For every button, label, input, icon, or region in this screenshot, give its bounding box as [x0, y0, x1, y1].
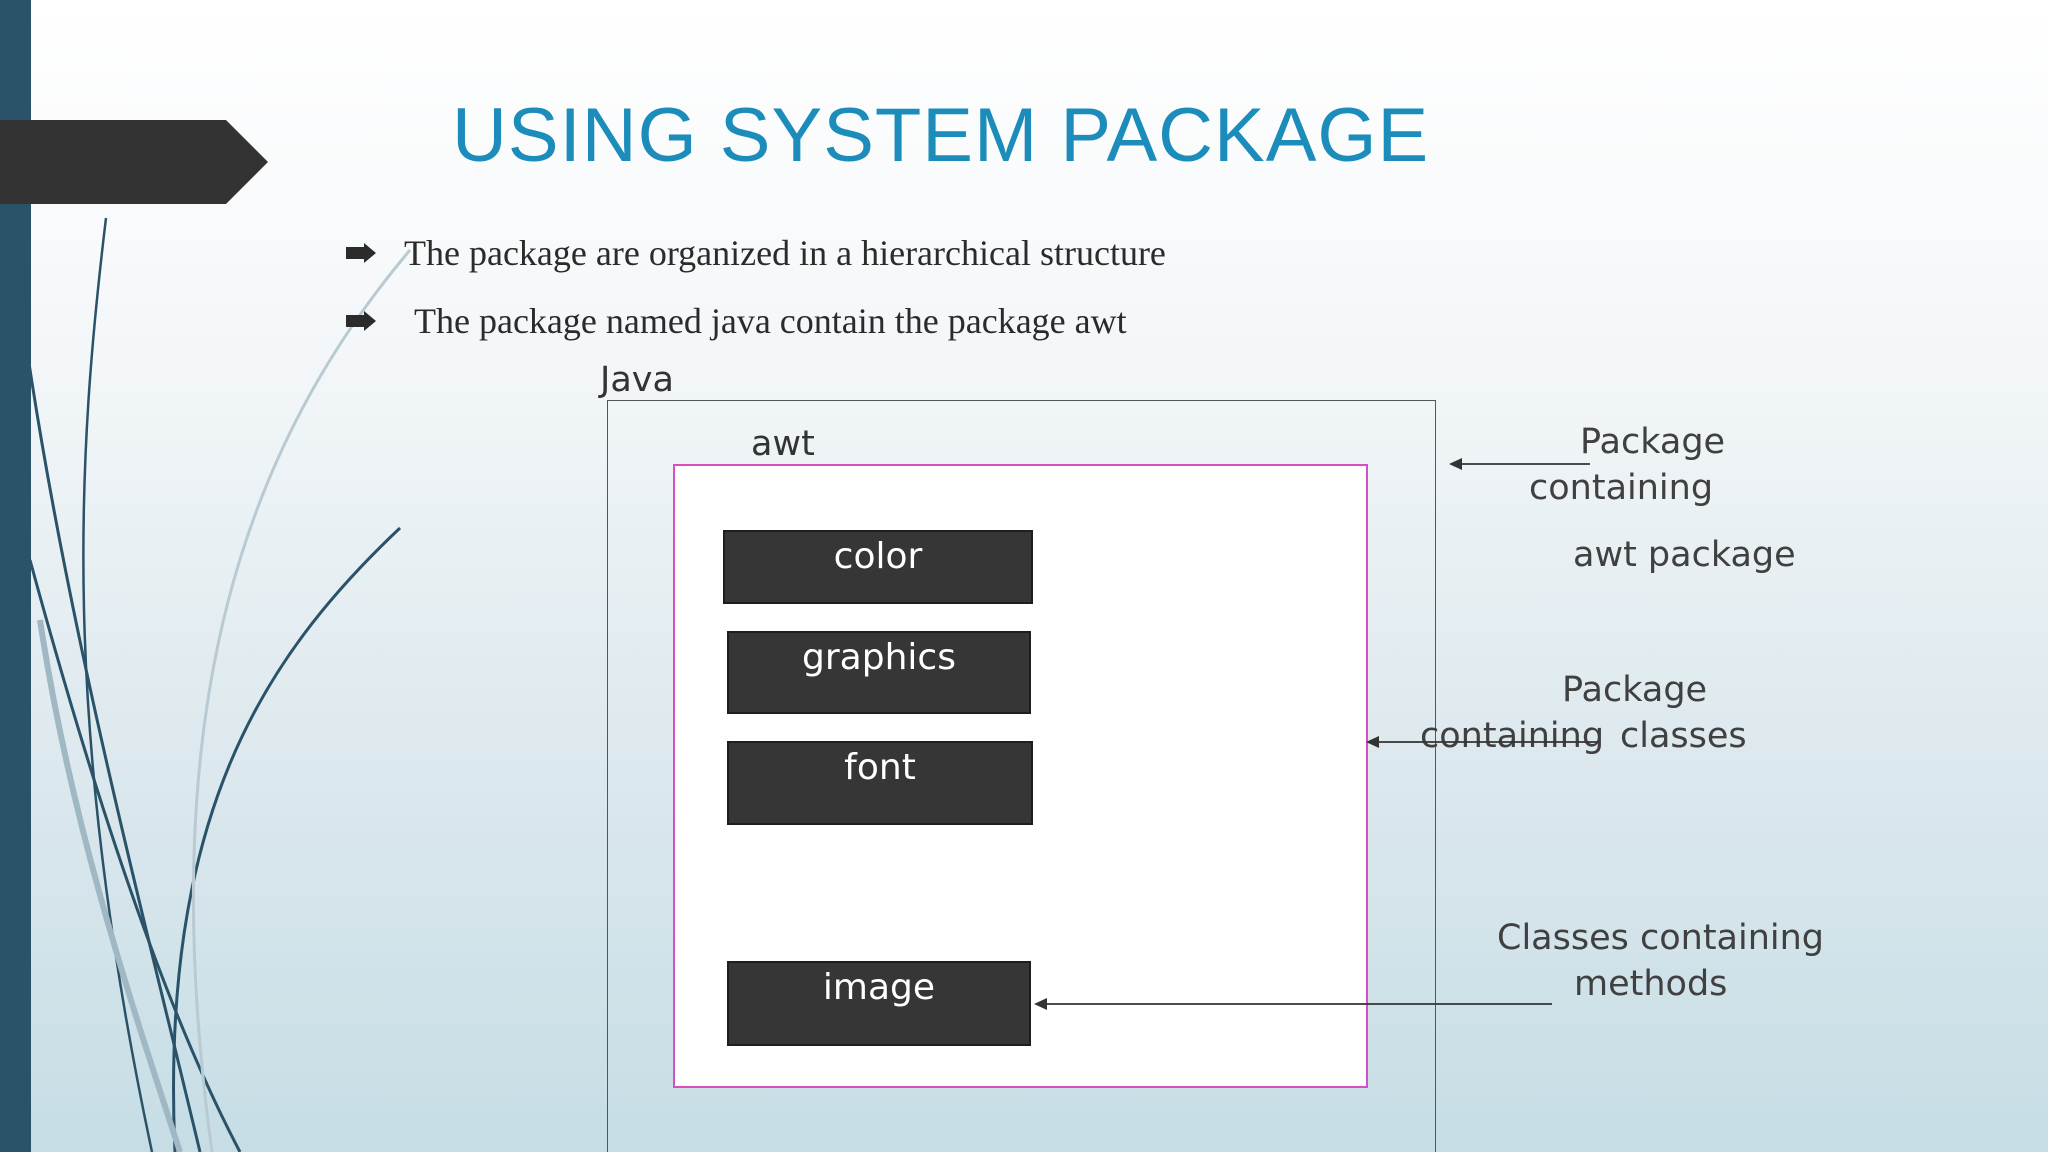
class-box-image: image — [727, 961, 1031, 1046]
left-accent-bar — [0, 0, 31, 1152]
class-box-color: color — [723, 530, 1033, 604]
class-box-font: font — [727, 741, 1033, 825]
methods-note-line2: methods — [1574, 964, 1728, 1004]
bullet-item: The package named java contain the packa… — [346, 300, 1127, 342]
bullet-text: The package are organized in a hierarchi… — [404, 233, 1166, 273]
title-arrow-tab — [0, 120, 268, 204]
bullet-item: The package are organized in a hierarchi… — [346, 232, 1166, 274]
slide-title: USING SYSTEM PACKAGE — [452, 93, 1430, 178]
java-package-box — [607, 400, 1436, 1152]
awt-note-line1: Package — [1580, 422, 1726, 462]
class-box-graphics: graphics — [727, 631, 1031, 714]
classes-note-line2: containing — [1420, 716, 1605, 756]
bullet-arrow-icon — [346, 311, 376, 331]
classes-note-line1: Package — [1562, 670, 1708, 710]
awt-note-line2: containing — [1529, 468, 1714, 508]
bullet-arrow-icon — [346, 243, 376, 263]
bullet-text: The package named java contain the packa… — [414, 301, 1127, 341]
classes-note-line3: classes — [1620, 716, 1747, 756]
awt-note-line3: awt package — [1573, 535, 1796, 575]
awt-package-label: awt — [751, 424, 815, 464]
methods-note-line1: Classes containing — [1497, 918, 1825, 958]
java-package-label: Java — [600, 360, 674, 400]
